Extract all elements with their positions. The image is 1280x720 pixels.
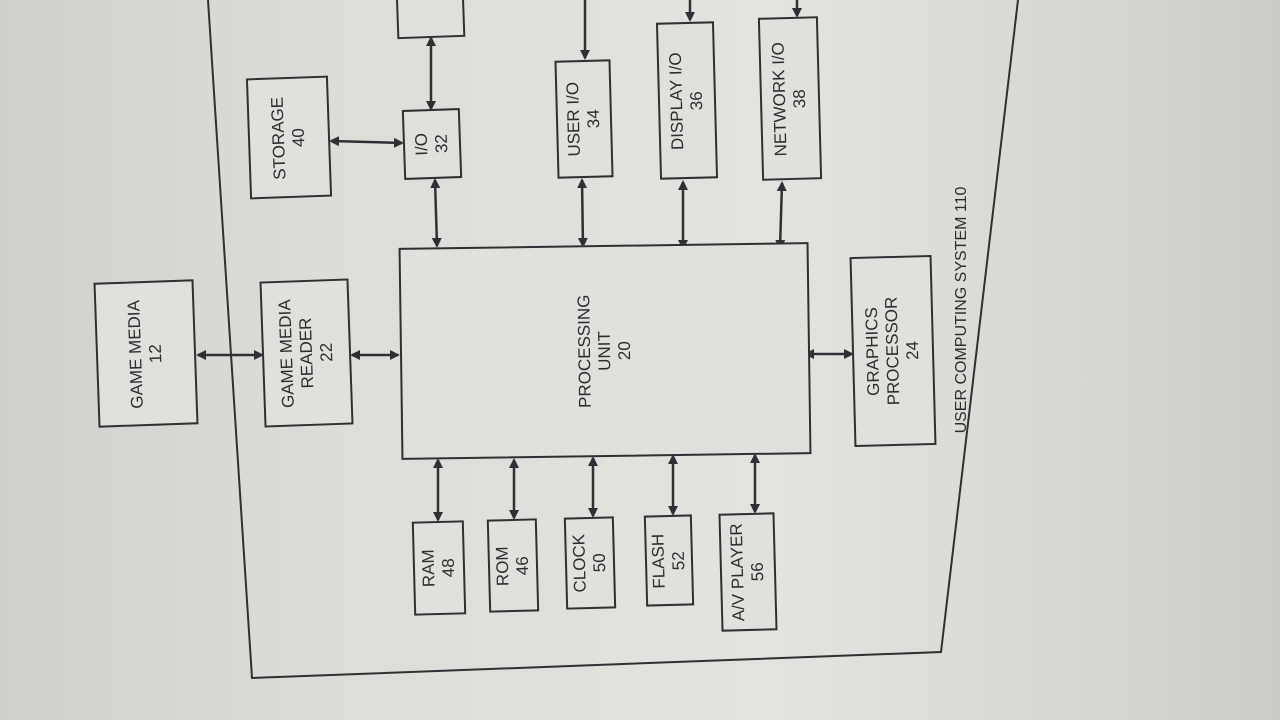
av-player-name: A/V PLAYER <box>726 523 749 622</box>
ram-name: RAM <box>418 549 439 588</box>
reader-ref: 22 <box>316 342 336 363</box>
gpu-name-1: GRAPHICS <box>861 306 884 397</box>
rom-name: ROM <box>492 545 513 586</box>
user-io-name: USER I/O <box>563 81 584 157</box>
arrow-io-pu <box>430 178 442 248</box>
flash-name: FLASH <box>648 533 669 589</box>
game-media-name: GAME MEDIA <box>124 299 147 409</box>
de-partial-label: DE <box>409 0 430 1</box>
clock-name: CLOCK <box>569 533 590 593</box>
storage-ref: 40 <box>288 127 309 147</box>
ram-box: RAM 48 <box>411 520 467 616</box>
network-io-box: NETWORK I/O 38 <box>757 16 823 181</box>
ram-ref: 48 <box>438 558 459 578</box>
system-boundary <box>207 0 1019 680</box>
clock-ref: 50 <box>589 553 610 573</box>
system-label: USER COMPUTING SYSTEM 110 <box>953 186 970 434</box>
game-media-reader-box: GAME MEDIA READER 22 <box>259 278 354 428</box>
reader-name-1: GAME MEDIA <box>274 299 298 409</box>
pu-ref: 20 <box>614 341 635 361</box>
user-io-box: USER I/O 34 <box>554 59 614 179</box>
processing-unit-box: PROCESSING UNIT 20 <box>398 242 812 460</box>
io-name: I/O <box>411 132 432 157</box>
gpu-name-2: PROCESSOR <box>881 296 904 406</box>
game-media-box: GAME MEDIA 12 <box>93 279 199 428</box>
pu-name-1: PROCESSING <box>574 294 595 409</box>
storage-box: STORAGE 40 <box>245 75 333 200</box>
rom-box: ROM 46 <box>486 518 540 613</box>
user-io-ref: 34 <box>583 109 604 129</box>
de-partial-box: DE <box>394 0 466 40</box>
arrow-networkio-pu <box>775 181 787 250</box>
io-box: I/O 32 <box>401 108 463 180</box>
arrow-userio-pu <box>577 178 588 248</box>
clock-box: CLOCK 50 <box>563 516 617 610</box>
display-io-name: DISPLAY I/O <box>665 51 688 150</box>
gpu-ref: 24 <box>902 340 923 361</box>
av-player-box: A/V PLAYER 56 <box>718 512 778 632</box>
flash-box: FLASH 52 <box>643 514 695 607</box>
network-io-name: NETWORK I/O <box>768 41 791 157</box>
rom-ref: 46 <box>512 555 533 575</box>
network-io-ref: 38 <box>789 88 810 108</box>
pu-name-2: UNIT <box>594 331 615 371</box>
flash-ref: 52 <box>668 550 689 570</box>
display-io-ref: 36 <box>686 90 707 110</box>
arrow-storage-io <box>329 136 404 148</box>
game-media-ref: 12 <box>145 343 166 363</box>
storage-name: STORAGE <box>267 96 290 180</box>
display-io-box: DISPLAY I/O 36 <box>655 21 719 180</box>
graphics-processor-box: GRAPHICS PROCESSOR 24 <box>849 254 937 448</box>
io-ref: 32 <box>431 133 452 154</box>
av-player-ref: 56 <box>747 562 768 582</box>
